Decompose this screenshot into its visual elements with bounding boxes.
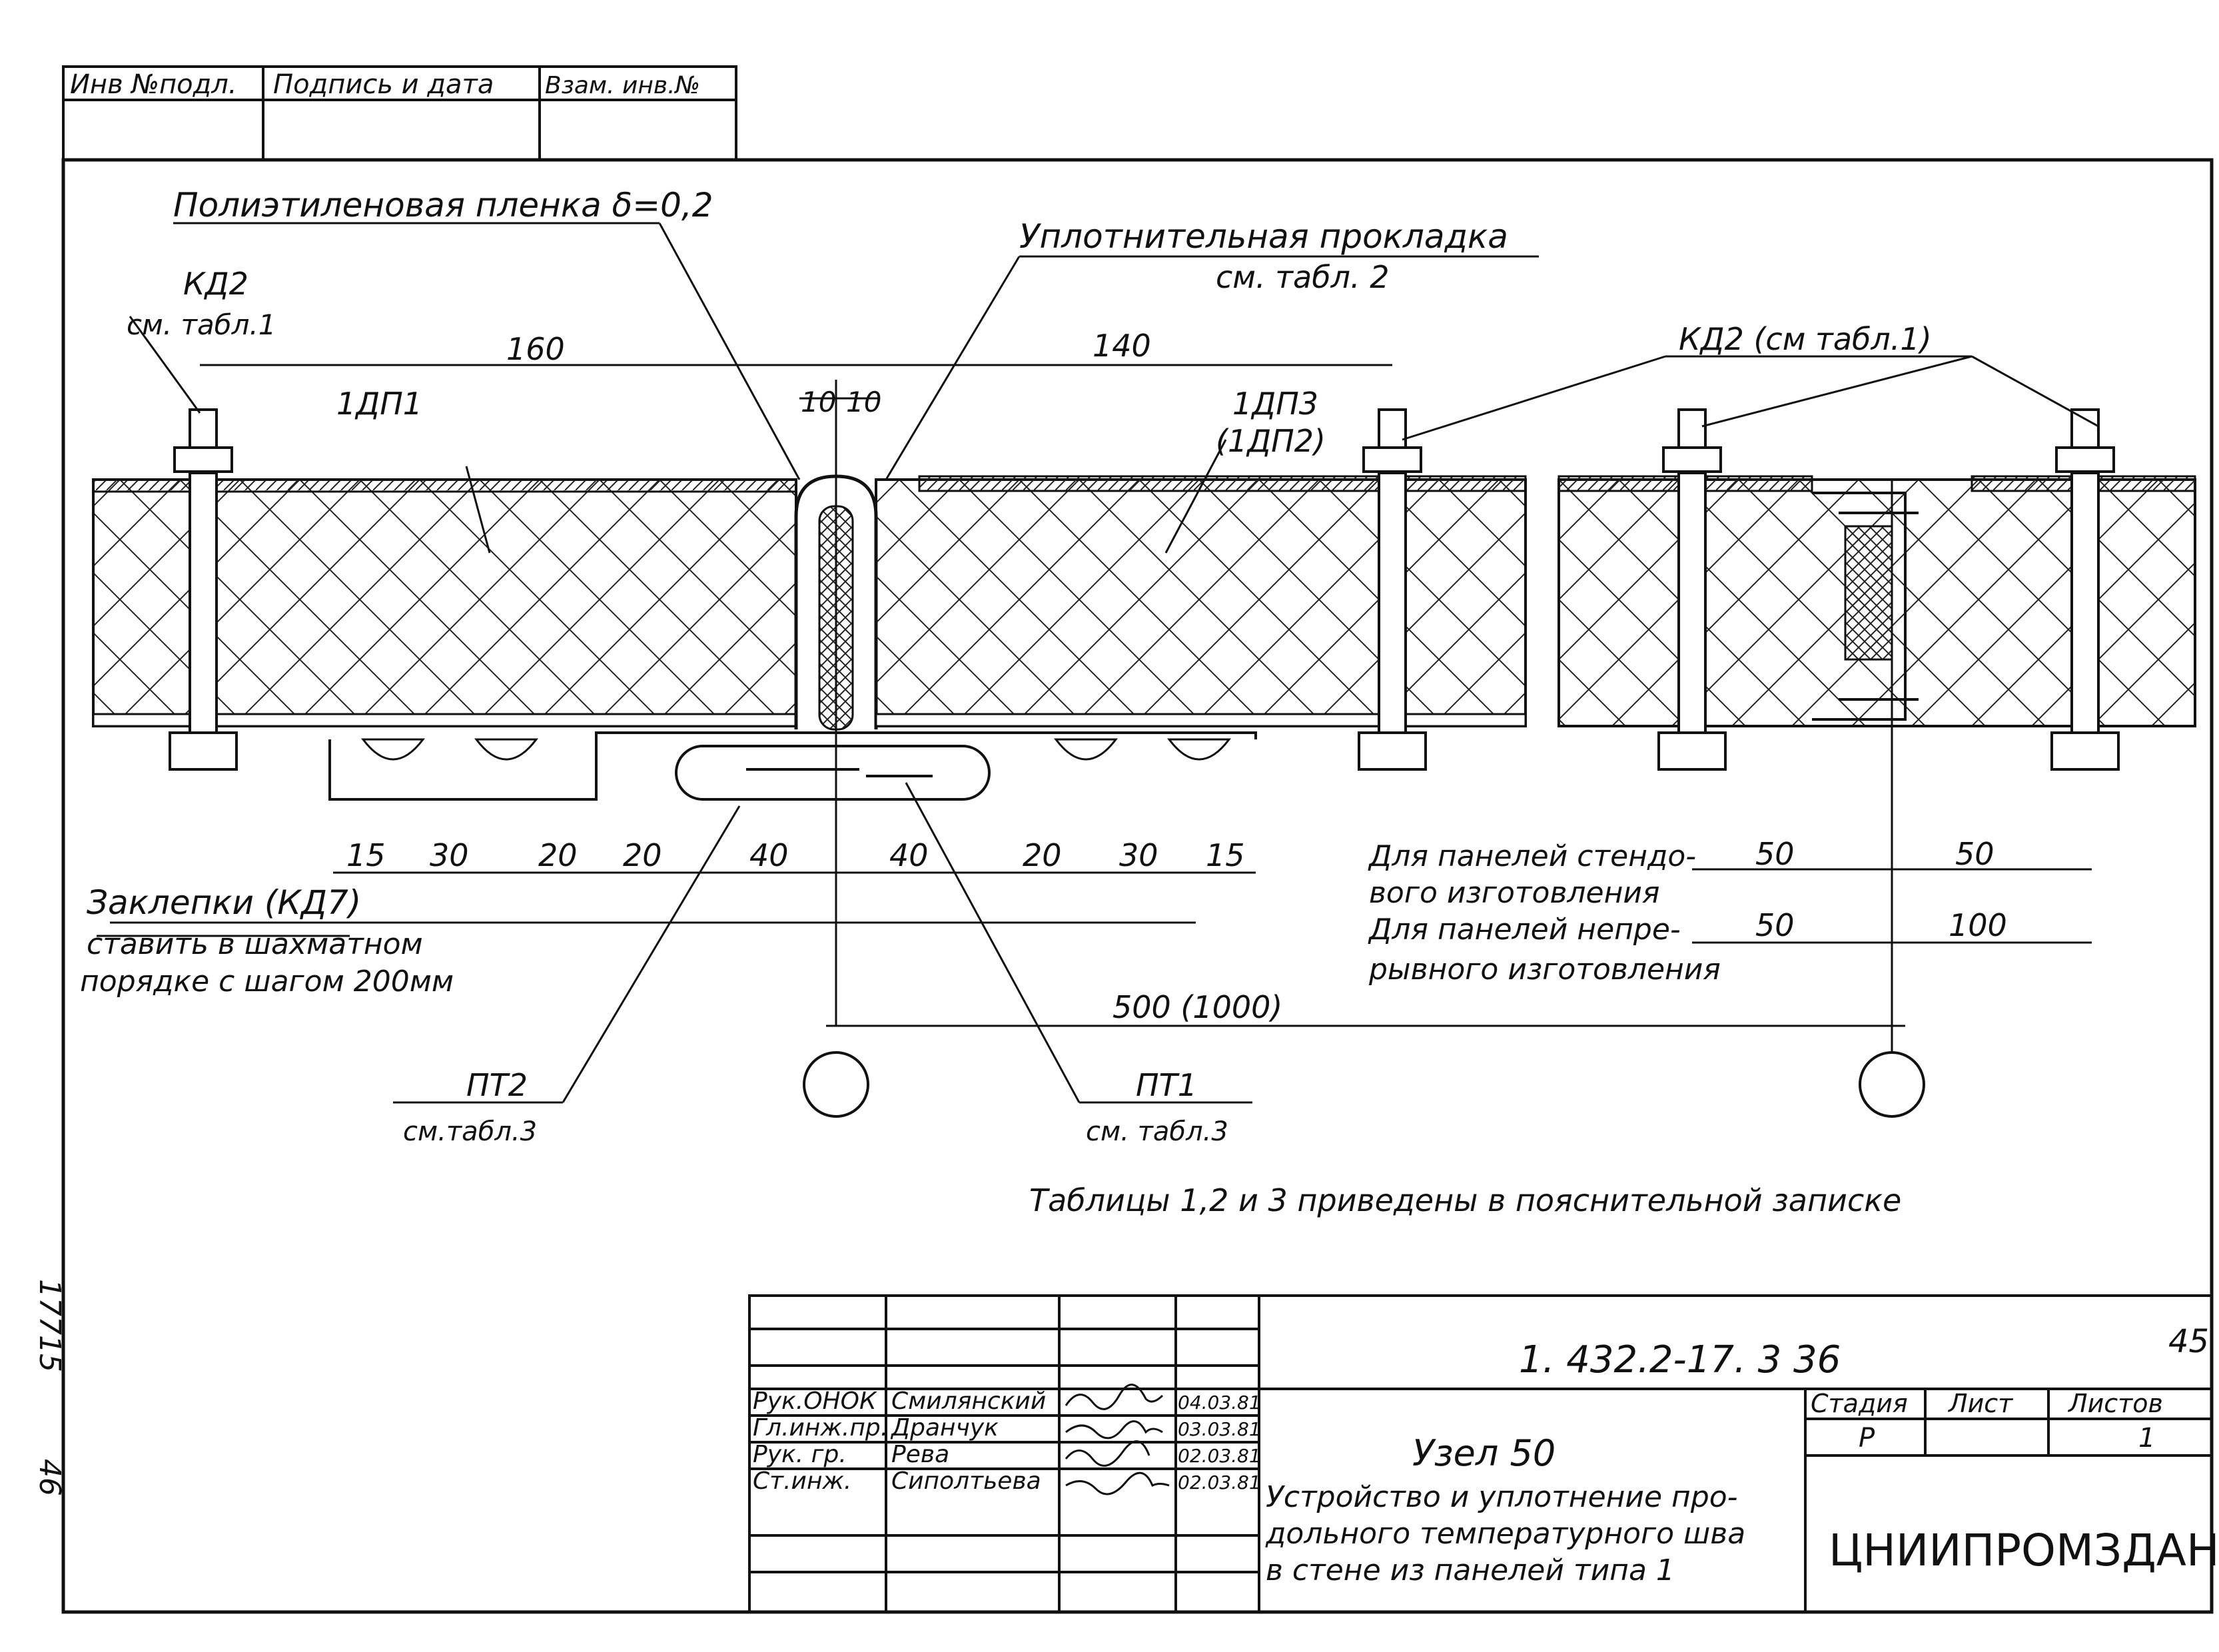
dim-row-item: 30 xyxy=(430,837,469,873)
signer-role: Рук.ОНОК xyxy=(753,1388,877,1415)
signer-role: Ст.инж. xyxy=(753,1467,851,1495)
callout-gasket: Уплотнительная прокладка xyxy=(1019,217,1508,256)
bolt-kd2-left xyxy=(169,408,238,771)
dim-row-item: 20 xyxy=(623,837,662,873)
callout-stand-2: вого изготовления xyxy=(1369,876,1659,910)
signer-name: Дранчук xyxy=(890,1414,999,1442)
signer-name: Рева xyxy=(891,1441,949,1468)
dim-row: 15 30 20 20 40 40 20 30 15 xyxy=(346,837,1245,873)
rivets-kd7 xyxy=(360,738,1232,761)
dim-row-item: 30 xyxy=(1119,837,1158,873)
dim-row-item: 15 xyxy=(346,837,386,873)
sign-date: 02.03.81 xyxy=(1178,1445,1261,1467)
dim-row-item: 20 xyxy=(1023,837,1062,873)
sheets-value: 1 xyxy=(2138,1423,2155,1453)
stamp-header-inv: Инв №подл. xyxy=(70,69,237,100)
dim-cont-b: 100 xyxy=(1949,907,2007,943)
callout-rivets-1: Заклепки (КД7) xyxy=(87,883,361,922)
bolt-kd2-mid xyxy=(1358,408,1427,771)
sign-date: 04.03.81 xyxy=(1178,1392,1261,1414)
signatures xyxy=(1065,1384,1170,1495)
callout-pt2: ПТ2 xyxy=(466,1067,528,1103)
axis-circle-right xyxy=(1859,1051,1925,1118)
bolt-kd2-right-1 xyxy=(1657,408,1727,771)
dim-10-a: 10 xyxy=(801,386,836,418)
node-desc-3: в стене из панелей типа 1 xyxy=(1266,1553,1675,1587)
node-desc-2: дольного температурного шва xyxy=(1265,1517,1745,1551)
callout-panel-right-alt: (1ДП2) xyxy=(1216,423,1326,459)
callout-panel-right: 1ДП3 xyxy=(1232,386,1318,422)
callout-kd2-left: КД2 xyxy=(183,266,248,302)
stamp-header-replace: Взам. инв.№ xyxy=(545,72,700,99)
stage-value: Р xyxy=(1859,1423,1875,1453)
leader-lines xyxy=(97,222,2099,1104)
dimension-lines xyxy=(110,364,2092,1052)
sheet-label: Лист xyxy=(1947,1389,2014,1418)
sheet-corner-number: 45 xyxy=(2168,1323,2209,1360)
sign-date: 03.03.81 xyxy=(1178,1418,1261,1440)
callout-stand-1: Для панелей стендо- xyxy=(1368,839,1696,873)
tables-note: Таблицы 1,2 и 3 приведены в пояснительно… xyxy=(1029,1182,1901,1218)
node-desc-1: Устройство и уплотнение про- xyxy=(1266,1480,1738,1514)
title-block-grid xyxy=(748,1294,2213,1613)
signer-role: Рук. гр. xyxy=(753,1441,847,1468)
axis-circle-left xyxy=(803,1051,869,1118)
dim-span: 500 (1000) xyxy=(1112,989,1282,1025)
callout-pt1-ref: см. табл.3 xyxy=(1086,1116,1228,1147)
org-name: ЦНИИПРОМЗДАНИЙ xyxy=(1829,1524,2219,1576)
dim-10-b: 10 xyxy=(846,386,881,418)
bolt-kd2-right-2 xyxy=(2050,408,2120,771)
callout-rivets-2: ставить в шахматном xyxy=(87,927,423,961)
node-title: Узел 50 xyxy=(1412,1432,1555,1474)
sign-dates: 04.03.81 03.03.81 02.03.81 02.03.81 xyxy=(1178,1392,1261,1493)
sign-date: 02.03.81 xyxy=(1178,1471,1261,1493)
dim-140: 140 xyxy=(1093,328,1151,364)
cover-strip-pt2 xyxy=(328,731,1257,801)
stage-label: Стадия xyxy=(1811,1389,1908,1418)
dim-160: 160 xyxy=(506,331,565,367)
callout-kd2-right: КД2 (см табл.1) xyxy=(1679,321,1932,357)
dim-row-item: 40 xyxy=(749,837,789,873)
callout-pt1: ПТ1 xyxy=(1136,1067,1197,1103)
cover-strip-pt1 xyxy=(675,745,991,801)
callout-rivets-3: порядке с шагом 200мм xyxy=(80,965,454,999)
signer-name: Смилянский xyxy=(891,1388,1046,1415)
dim-stand-b: 50 xyxy=(1955,836,1995,872)
margin-number: 46 xyxy=(33,1459,67,1496)
dim-stand-a: 50 xyxy=(1755,836,1795,872)
stamp-header-sign: Подпись и дата xyxy=(273,69,494,100)
callout-pt2-ref: см.табл.3 xyxy=(403,1116,537,1147)
callout-cont-1: Для панелей непре- xyxy=(1368,913,1681,947)
dim-row-item: 15 xyxy=(1206,837,1245,873)
callout-kd2-left-ref: см. табл.1 xyxy=(127,308,276,341)
signer-role: Гл.инж.пр. xyxy=(753,1414,888,1442)
dim-row-item: 40 xyxy=(889,837,929,873)
callout-film: Полиэтиленовая пленка δ=0,2 xyxy=(173,186,713,224)
signer-name: Сиполтьева xyxy=(891,1467,1041,1495)
signers: Рук.ОНОК Гл.инж.пр. Рук. гр. Ст.инж. Сми… xyxy=(753,1388,1046,1495)
dim-cont-a: 50 xyxy=(1755,907,1795,943)
panel-mid-section xyxy=(875,475,1527,727)
margin-inv-number: 17715 xyxy=(33,1279,67,1372)
doc-code: 1. 432.2-17. 3 36 xyxy=(1519,1338,1841,1382)
callout-panel-left: 1ДП1 xyxy=(336,386,422,422)
callout-cont-2: рывного изготовления xyxy=(1368,953,1721,987)
callout-gasket-ref: см. табл. 2 xyxy=(1216,259,1390,295)
sheets-label: Листов xyxy=(2067,1389,2163,1418)
dim-row-item: 20 xyxy=(538,837,578,873)
